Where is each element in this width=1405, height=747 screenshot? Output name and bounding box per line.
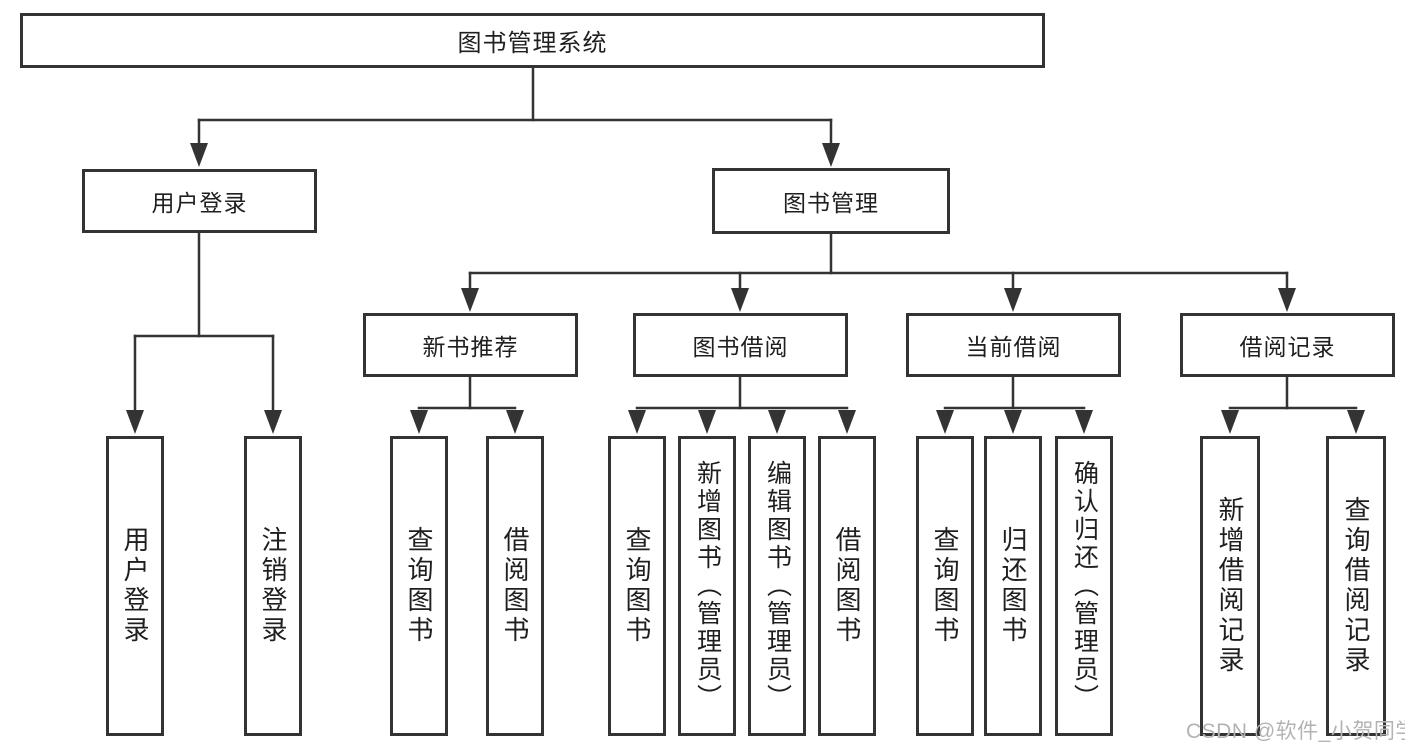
node-label: 确认归还（管理员）: [1070, 460, 1099, 712]
node-label: 查询借阅记录: [1341, 496, 1371, 676]
node-label: 图书借阅: [692, 334, 789, 360]
leaf-query-books-borrowing: 查询图书: [608, 436, 666, 736]
node-label: 编辑图书（管理员）: [763, 460, 792, 712]
leaf-query-books-current: 查询图书: [916, 436, 974, 736]
leaf-add-borrow-record: 新增借阅记录: [1200, 436, 1260, 736]
node-label: 用户登录: [120, 526, 150, 646]
leaf-return-books: 归还图书: [984, 436, 1042, 736]
leaf-borrow-books-recommend: 借阅图书: [486, 436, 544, 736]
leaf-query-books-recommend: 查询图书: [390, 436, 448, 736]
node-borrowing-records: 借阅记录: [1180, 313, 1395, 377]
node-library-management-system: 图书管理系统: [20, 13, 1045, 68]
node-label: 查询图书: [930, 526, 960, 646]
node-label: 借阅图书: [832, 526, 862, 646]
node-label: 当前借阅: [965, 334, 1062, 360]
node-label: 归还图书: [998, 526, 1028, 646]
leaf-borrow-books: 借阅图书: [818, 436, 876, 736]
node-label: 图书管理: [783, 190, 879, 216]
node-label: 借阅图书: [500, 526, 530, 646]
node-label: 用户登录: [151, 190, 248, 216]
leaf-user-login: 用户登录: [106, 436, 164, 736]
node-label: 查询图书: [622, 526, 652, 646]
leaf-add-books-admin: 新增图书（管理员）: [678, 436, 736, 736]
node-label: 新增借阅记录: [1215, 496, 1245, 676]
node-current-borrowing: 当前借阅: [906, 313, 1121, 377]
node-label: 图书管理系统: [457, 30, 608, 57]
node-book-borrowing: 图书借阅: [633, 313, 848, 377]
csdn-watermark: CSDN @软件_小贺同学: [1186, 720, 1405, 743]
node-user-login-branch: 用户登录: [82, 169, 317, 233]
leaf-query-borrow-record: 查询借阅记录: [1326, 436, 1386, 736]
arrowheads: [126, 143, 1365, 434]
leaf-logout: 注销登录: [244, 436, 302, 736]
node-book-management-branch: 图书管理: [712, 168, 950, 234]
node-label: 新增图书（管理员）: [693, 460, 722, 712]
node-label: 借阅记录: [1239, 334, 1336, 360]
node-label: 注销登录: [258, 526, 288, 646]
leaf-confirm-return-admin: 确认归还（管理员）: [1055, 436, 1113, 736]
node-new-book-recommend: 新书推荐: [363, 313, 578, 377]
node-label: 查询图书: [404, 526, 434, 646]
node-label: 新书推荐: [422, 334, 519, 360]
leaf-edit-books-admin: 编辑图书（管理员）: [748, 436, 806, 736]
